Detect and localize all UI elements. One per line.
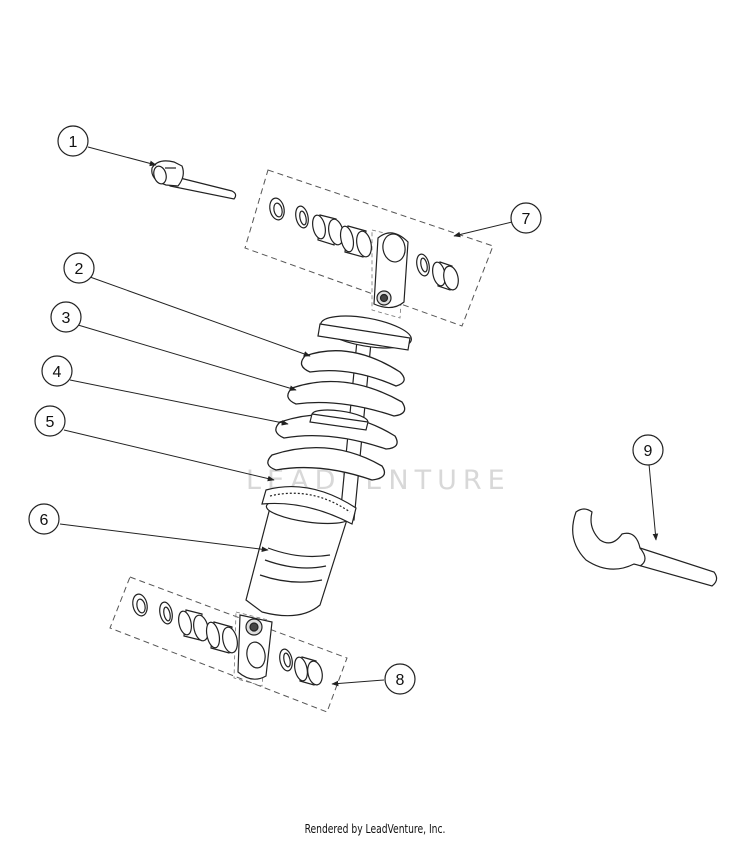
part-8-lower-bushings <box>132 593 323 686</box>
callout-3-label: 3 <box>62 310 71 327</box>
kit-8-dashed-outline <box>109 576 348 713</box>
leader-4 <box>69 379 289 426</box>
part-2-upper-spring-seat <box>317 315 412 351</box>
callout-5-label: 5 <box>46 414 55 431</box>
part-4-preload-collar <box>309 409 369 431</box>
leader-8 <box>331 679 385 687</box>
callout-6-label: 6 <box>40 512 49 529</box>
kit-7-dashed-outline <box>244 169 494 327</box>
leader-9 <box>648 463 659 541</box>
kit-8-inner-dashed-outline <box>233 611 269 687</box>
callout-6: 6 <box>28 503 60 535</box>
leader-lines <box>59 146 659 687</box>
footer-credit: Rendered by LeadVenture, Inc. <box>304 822 446 836</box>
callout-9: 9 <box>632 434 664 466</box>
callout-2: 2 <box>63 252 95 284</box>
part-1-bolt <box>151 160 237 200</box>
callout-7: 7 <box>510 202 542 234</box>
callout-8: 8 <box>384 663 416 695</box>
callout-4-label: 4 <box>53 364 62 381</box>
callout-7-label: 7 <box>522 211 531 228</box>
leader-6 <box>59 523 269 552</box>
part-5-lock-ring <box>261 485 357 525</box>
leader-3 <box>77 324 297 391</box>
callout-9-label: 9 <box>644 443 653 460</box>
callout-3: 3 <box>50 301 82 333</box>
part-9-spanner-wrench <box>572 508 718 587</box>
leader-2 <box>89 276 311 357</box>
callout-1: 1 <box>57 125 89 157</box>
part-7-upper-bushings <box>269 197 459 291</box>
callout-8-label: 8 <box>396 672 405 689</box>
callout-2-label: 2 <box>75 261 84 278</box>
callout-1-label: 1 <box>69 134 78 151</box>
leader-7 <box>453 221 513 238</box>
callout-5: 5 <box>34 405 66 437</box>
callout-4: 4 <box>41 355 73 387</box>
leader-5 <box>63 429 275 482</box>
leader-1 <box>87 146 157 167</box>
